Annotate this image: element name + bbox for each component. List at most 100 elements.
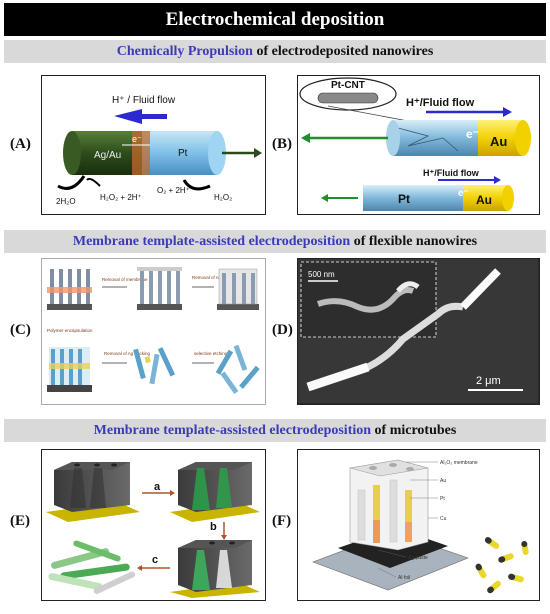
flexible-wire-inset bbox=[317, 287, 415, 313]
step-c-arrow-head bbox=[137, 565, 142, 571]
page-title: Electrochemical deposition bbox=[4, 3, 546, 36]
motion-arrow-1-icon bbox=[301, 133, 310, 143]
flow-label-1: H⁺/Fluid flow bbox=[406, 97, 475, 109]
label-d: (D) bbox=[272, 322, 293, 338]
pt-end bbox=[208, 131, 226, 175]
cnt-tube-icon bbox=[317, 92, 379, 104]
panel-f: Al₂O₃ membrane Au Pt Cu Ag paste Al foil bbox=[297, 449, 540, 601]
leader-al bbox=[377, 567, 397, 578]
au-end-1 bbox=[515, 120, 531, 156]
section-header-3: Membrane template-assisted electrodeposi… bbox=[4, 419, 546, 442]
au-label-2: Au bbox=[476, 193, 492, 207]
flow-label-2: H⁺/Fluid flow bbox=[423, 168, 480, 178]
right-product: H₂O₂ bbox=[214, 193, 232, 202]
panel-a-figure: H⁺ / Fluid flow Ag/Au e⁻ Pt 2H₂O H₂O₂ + … bbox=[56, 95, 262, 206]
step-b-arrow-head bbox=[221, 535, 227, 540]
panel-a: H⁺ / Fluid flow Ag/Au e⁻ Pt 2H₂O H₂O₂ + … bbox=[41, 75, 266, 215]
agau-end bbox=[63, 131, 81, 175]
step-a-label: a bbox=[154, 481, 161, 493]
agau-label: Ag/Au bbox=[94, 150, 121, 161]
released-rods bbox=[475, 537, 529, 594]
junction bbox=[132, 131, 150, 175]
au-segment-2 bbox=[463, 185, 508, 211]
section-header-2: Membrane template-assisted electrodeposi… bbox=[4, 230, 546, 253]
section-1-highlight: Chemically Propulsion bbox=[116, 44, 253, 59]
cnt-texture bbox=[397, 127, 459, 152]
label-b: (B) bbox=[272, 136, 292, 152]
motion-arrow-icon bbox=[254, 148, 262, 158]
step-c-label: c bbox=[152, 554, 158, 566]
membrane bbox=[349, 459, 429, 551]
step-b-label: b bbox=[210, 521, 217, 533]
membrane-block-3 bbox=[170, 540, 260, 598]
pt-segment-2 bbox=[363, 185, 463, 211]
pt-label: Pt bbox=[178, 148, 188, 159]
flow-arrow-1-head bbox=[503, 107, 512, 117]
cnt-pointer bbox=[327, 105, 409, 122]
panel-e: a b c bbox=[41, 449, 266, 601]
membrane-block-2 bbox=[170, 462, 260, 522]
right-reaction-arrow-icon bbox=[182, 179, 211, 191]
template-step-2 bbox=[137, 267, 182, 310]
flexible-wires bbox=[215, 344, 260, 394]
step-polymer: Polymer encapsulation bbox=[47, 328, 93, 333]
step-removal-ag: Removal of Ag backing bbox=[104, 351, 151, 356]
left-reactant: 2H₂O bbox=[56, 197, 76, 206]
label-al: Al foil bbox=[398, 575, 410, 581]
panel-b-figure: Pt-CNT H⁺/Fluid flow e⁻ Au H⁺/Fluid flow… bbox=[299, 77, 531, 211]
section-header-1: Chemically Propulsion of electrodeposite… bbox=[4, 40, 546, 63]
electron-label: e⁻ bbox=[132, 134, 142, 144]
electron-label-1: e⁻ bbox=[466, 127, 479, 141]
label-au: Au bbox=[440, 478, 446, 484]
panel-e-figure: a b c bbox=[46, 462, 260, 598]
membrane-block-1 bbox=[46, 462, 140, 522]
left-reaction-curve bbox=[86, 177, 101, 187]
section-3-highlight: Membrane template-assisted electrodeposi… bbox=[93, 423, 372, 438]
section-2-highlight: Membrane template-assisted electrodeposi… bbox=[72, 234, 351, 249]
label-ag: Ag paste bbox=[408, 555, 428, 561]
flexible-wire bbox=[306, 302, 464, 391]
left-reaction-arrow-icon bbox=[57, 175, 86, 190]
flow-arrow-left-icon bbox=[114, 109, 167, 124]
label-c: (C) bbox=[10, 322, 31, 338]
panel-f-figure: Al₂O₃ membrane Au Pt Cu Ag paste Al foil bbox=[312, 459, 529, 594]
au-label-1: Au bbox=[490, 134, 507, 149]
panel-c: Removal of membrane Removal of nail poli… bbox=[41, 258, 266, 405]
motion-arrow-2-icon bbox=[321, 194, 328, 202]
released-microtubes bbox=[48, 540, 136, 595]
cnt-label: Pt-CNT bbox=[331, 80, 365, 91]
step-removal-polish: Removal of nail polish bbox=[192, 275, 237, 280]
panel-d-figure: 500 nm 2 μm bbox=[298, 259, 538, 403]
flow-label: H⁺ / Fluid flow bbox=[112, 95, 176, 106]
wire-joint-inset bbox=[396, 281, 420, 293]
template-step-4 bbox=[47, 347, 92, 392]
section-3-rest: of microtubes bbox=[371, 423, 457, 438]
label-a: (A) bbox=[10, 136, 31, 152]
label-cu: Cu bbox=[440, 516, 447, 522]
au-end-2 bbox=[502, 185, 514, 211]
section-1-rest: of electrodeposited nanowires bbox=[252, 44, 434, 59]
label-membrane: Al₂O₃ membrane bbox=[440, 460, 478, 466]
panel-c-figure: Removal of membrane Removal of nail poli… bbox=[47, 267, 260, 394]
label-f: (F) bbox=[272, 513, 292, 529]
electron-label-2: e⁻ bbox=[458, 188, 469, 199]
pt-cnt-end bbox=[386, 120, 400, 156]
panel-d: 500 nm 2 μm bbox=[297, 258, 540, 405]
wire-segment-bright bbox=[306, 362, 370, 392]
flow-arrow-2-head bbox=[494, 176, 501, 184]
template-step-1 bbox=[47, 269, 92, 310]
label-e: (E) bbox=[10, 513, 30, 529]
label-pt: Pt bbox=[440, 496, 445, 502]
step-a-arrow-head bbox=[170, 490, 175, 496]
wire-segment-bright-2 bbox=[460, 268, 501, 310]
released-wires bbox=[133, 347, 176, 385]
right-reactant: O₂ + 2H⁺ bbox=[157, 186, 190, 195]
scale-small: 500 nm bbox=[308, 270, 335, 279]
scale-big: 2 μm bbox=[476, 375, 501, 387]
step-removal-membrane: Removal of membrane bbox=[102, 277, 148, 282]
pt-label-2: Pt bbox=[398, 192, 410, 206]
template-step-3 bbox=[217, 268, 259, 310]
panel-b: Pt-CNT H⁺/Fluid flow e⁻ Au H⁺/Fluid flow… bbox=[297, 75, 540, 215]
leader-ag bbox=[377, 549, 407, 558]
left-product: H₂O₂ + 2H⁺ bbox=[100, 193, 142, 202]
